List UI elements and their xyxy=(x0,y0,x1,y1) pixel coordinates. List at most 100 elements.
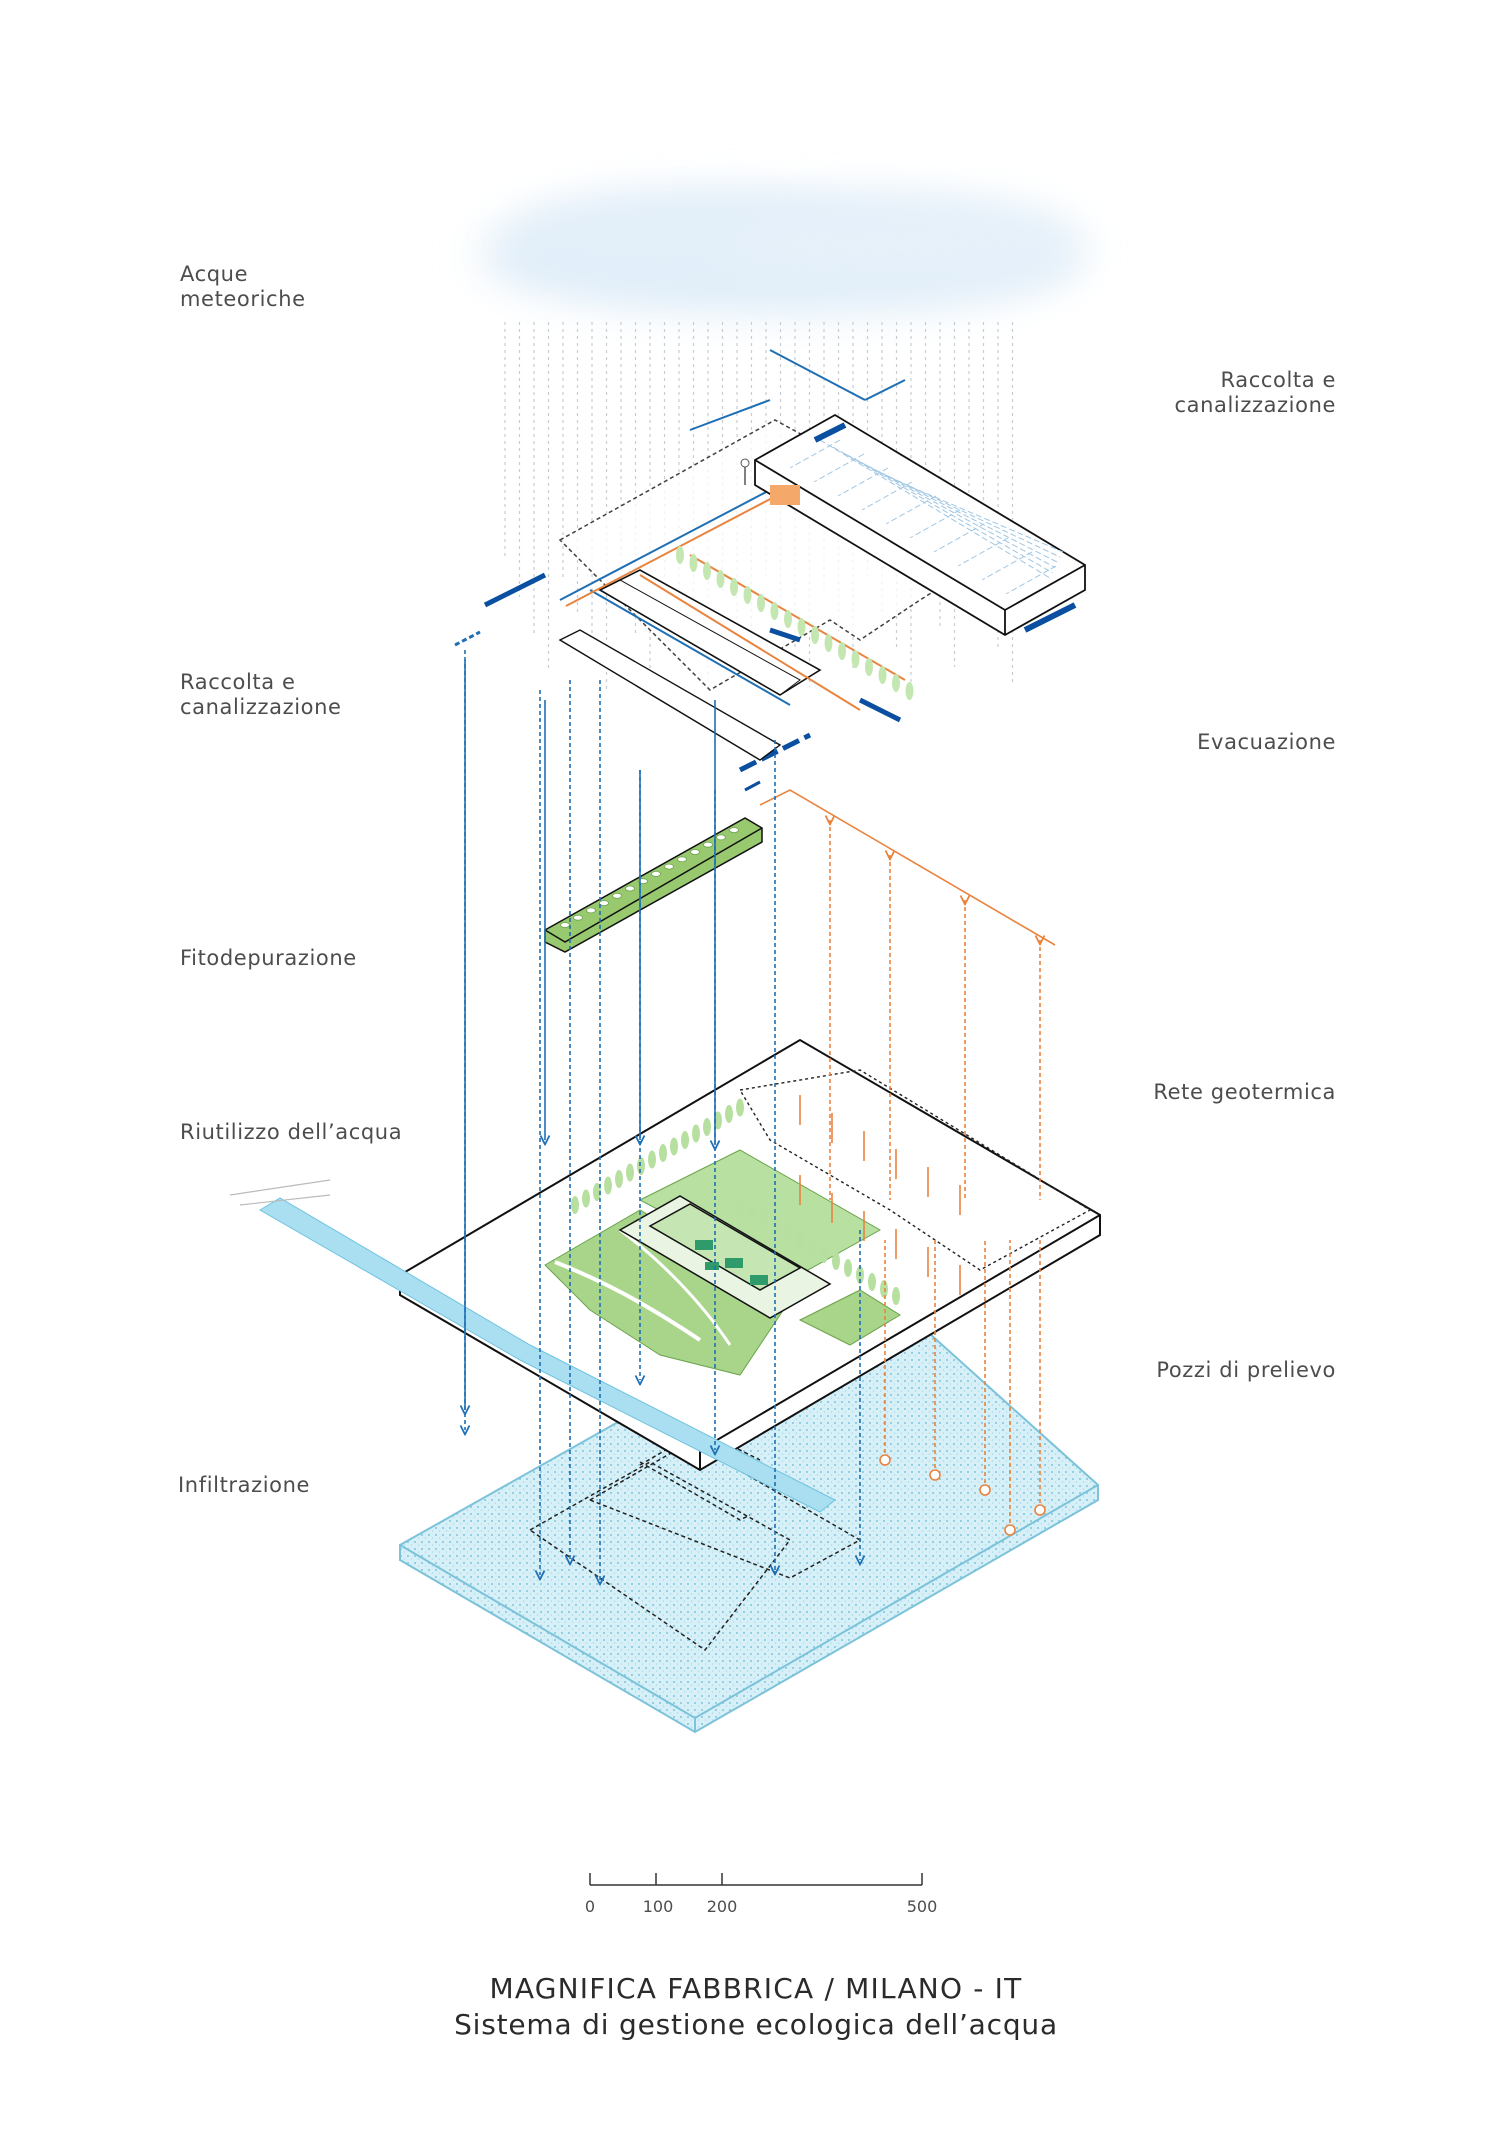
tree xyxy=(681,1131,689,1149)
phyto-pool xyxy=(677,856,687,863)
label-evacuazione: Evacuazione xyxy=(1197,730,1336,754)
phyto-pool xyxy=(703,841,713,848)
tree xyxy=(626,1163,634,1182)
evacuation-channel xyxy=(738,732,812,792)
tree xyxy=(692,1124,700,1143)
roof-grid-line xyxy=(871,468,1061,558)
tree xyxy=(703,1118,711,1136)
phyto-pool xyxy=(599,900,609,906)
tree xyxy=(784,610,792,628)
tree xyxy=(716,570,725,588)
scale-tick-500: 500 xyxy=(906,1897,938,1916)
tree xyxy=(615,1170,623,1188)
tree xyxy=(796,1231,804,1249)
label-fitodepurazione: Fitodepurazione xyxy=(180,946,357,970)
tree xyxy=(892,1287,900,1305)
well-head xyxy=(929,1469,941,1481)
tree xyxy=(868,1273,876,1291)
well-head xyxy=(979,1484,991,1496)
tree xyxy=(725,1105,733,1123)
roof-slab xyxy=(689,349,1086,637)
phyto-pool xyxy=(716,834,726,841)
tree xyxy=(760,1210,768,1228)
tree xyxy=(878,666,887,684)
tree xyxy=(571,1196,579,1214)
tree xyxy=(748,1203,756,1221)
label-pozzi: Pozzi di prelievo xyxy=(1156,1358,1336,1382)
phytodepuration-strip xyxy=(544,817,763,953)
tree xyxy=(772,1217,780,1235)
tree xyxy=(648,1150,656,1169)
tree xyxy=(736,1196,744,1214)
title-line-1: MAGNIFICA FABBRICA / MILANO - IT xyxy=(489,1972,1023,2005)
tree xyxy=(905,682,914,700)
geothermal-network xyxy=(759,789,1056,1536)
tree xyxy=(851,650,860,668)
tree xyxy=(743,586,752,604)
tree xyxy=(670,1137,678,1156)
tree xyxy=(838,642,846,660)
label-acque-meteoriche: Acque meteoriche xyxy=(180,262,306,311)
tree xyxy=(676,546,684,564)
roof-grid-line xyxy=(837,467,889,497)
tree xyxy=(736,1098,744,1117)
tree xyxy=(811,626,819,644)
tree xyxy=(784,1224,792,1242)
roof-grid-line xyxy=(861,481,913,511)
rain-cloud xyxy=(480,195,1080,310)
tree xyxy=(757,594,765,612)
phyto-pool xyxy=(729,827,739,833)
well-head xyxy=(1034,1504,1046,1516)
roof-grid-line xyxy=(789,439,841,469)
tree xyxy=(865,658,873,676)
title-line-2: Sistema di gestione ecologica dell’acqua xyxy=(454,2008,1058,2041)
roof-grid-line xyxy=(832,446,1053,574)
roof-grid-line xyxy=(813,453,865,483)
tree xyxy=(637,1157,645,1175)
phyto-pool xyxy=(664,863,674,870)
well-head xyxy=(879,1454,891,1466)
tree xyxy=(808,1238,816,1256)
geothermal-pipe xyxy=(759,789,1056,946)
tree xyxy=(770,602,779,620)
phyto-pool xyxy=(625,885,635,892)
roof-grid-line xyxy=(1005,565,1057,595)
roof-grid-line xyxy=(885,495,937,525)
phyto-pool xyxy=(586,907,596,914)
roof-grid-line xyxy=(981,551,1033,581)
label-rete-geotermica: Rete geotermica xyxy=(1153,1080,1336,1104)
tree xyxy=(659,1144,667,1162)
roof-grid-line xyxy=(957,537,1009,567)
tree xyxy=(832,1252,840,1270)
roof-grid-line xyxy=(884,475,1064,553)
phyto-pool xyxy=(612,892,622,899)
tree xyxy=(714,1111,722,1130)
tree xyxy=(604,1176,612,1195)
label-raccolta-top: Raccolta e canalizzazione xyxy=(1174,368,1336,417)
label-riutilizzo: Riutilizzo dell’acqua xyxy=(180,1120,403,1144)
tree xyxy=(844,1259,852,1277)
scale-bar xyxy=(589,1873,923,1886)
tree xyxy=(593,1183,601,1201)
tree xyxy=(820,1245,828,1263)
scale-tick-0: 0 xyxy=(584,1897,596,1916)
scale-tick-100: 100 xyxy=(642,1897,674,1916)
phyto-pool xyxy=(651,871,661,877)
phyto-pool xyxy=(560,922,570,928)
roof-grid-line xyxy=(909,509,961,539)
phyto-pool xyxy=(573,914,583,921)
site-slab xyxy=(229,1038,1101,1513)
scale-tick-200: 200 xyxy=(706,1897,738,1916)
water-flow-lines xyxy=(465,650,860,1580)
tree xyxy=(730,578,738,596)
tree xyxy=(582,1189,590,1208)
label-infiltrazione: Infiltrazione xyxy=(178,1473,311,1497)
well-head xyxy=(1004,1524,1016,1536)
tree xyxy=(703,562,711,580)
phyto-pool xyxy=(690,849,700,855)
tree xyxy=(797,618,806,636)
roof-grid-line xyxy=(933,523,985,553)
label-raccolta-left: Raccolta e canalizzazione xyxy=(180,670,342,719)
